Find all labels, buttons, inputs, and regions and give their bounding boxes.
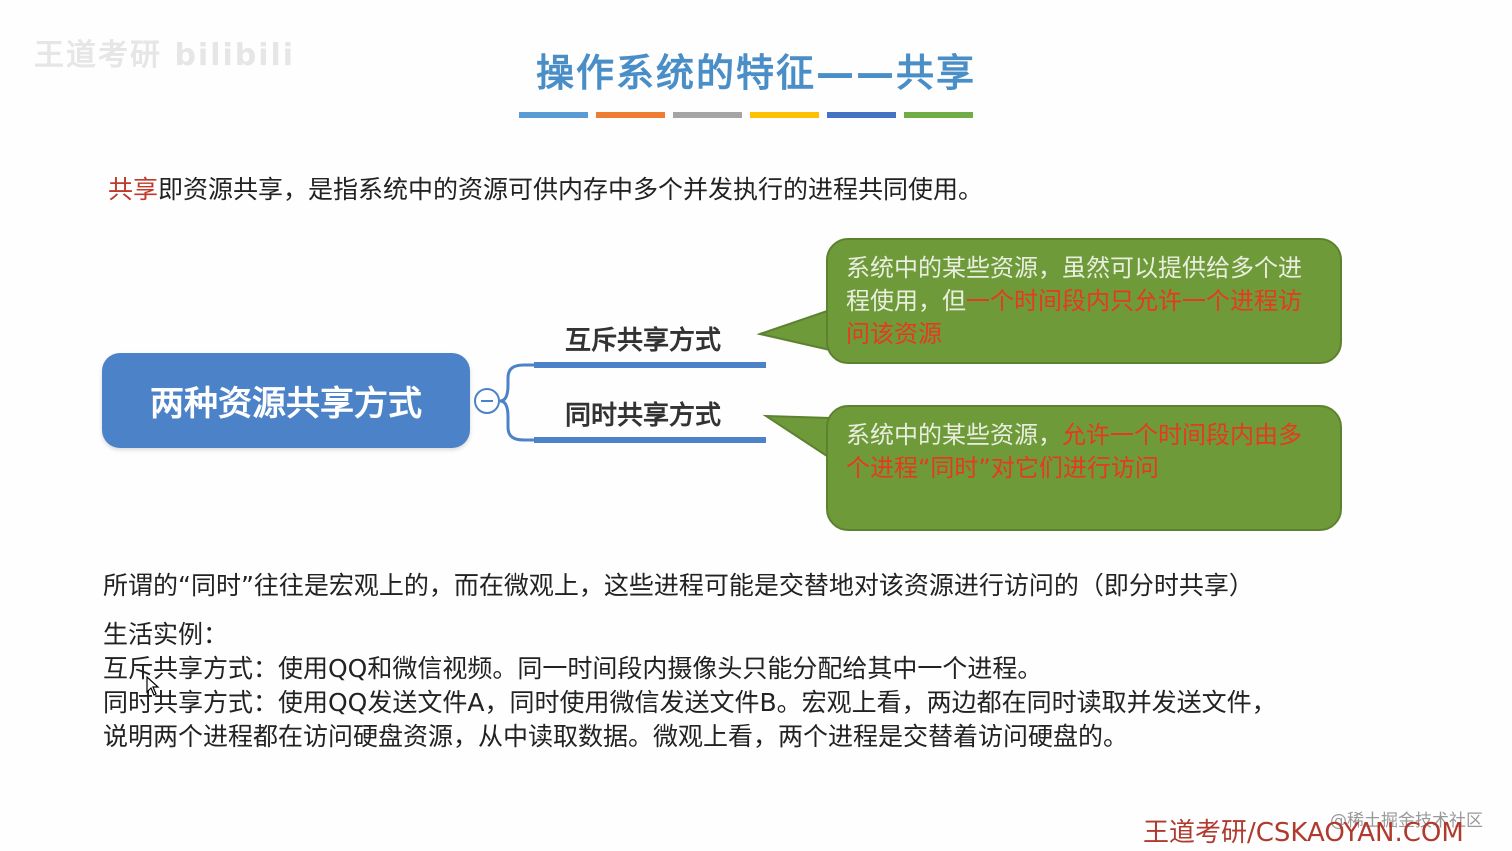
example-line: 同时共享方式：使用QQ发送文件A，同时使用微信发送文件B。宏观上看，两边都在同时… [103,688,1277,717]
title-bar-2 [596,112,665,118]
example-line: 互斥共享方式：使用QQ和微信视频。同一时间段内摄像头只能分配给其中一个进程。 [103,654,1043,683]
watermark-logo: 王道考研 bilibili [34,38,296,73]
bubble-text: 系统中的某些资源，虽然可以提供给多个进程使用，但 [846,254,1302,315]
title-bar-4 [750,112,819,118]
bubble-mutex: 系统中的某些资源，虽然可以提供给多个进程使用，但一个时间段内只允许一个进程访问该… [826,238,1342,364]
examples-block: 生活实例： 互斥共享方式：使用QQ和微信视频。同一时间段内摄像头只能分配给其中一… [103,618,1277,754]
collapse-icon[interactable] [473,387,501,415]
footer-brand: 王道考研/CSKAOYAN.COM [1143,818,1464,848]
definition-text: 共享即资源共享，是指系统中的资源可供内存中多个并发执行的进程共同使用。 [108,170,983,206]
examples-heading: 生活实例： [103,620,229,649]
bubble-text: 系统中的某些资源， [846,421,1062,449]
definition-term: 共享 [108,175,159,204]
note-text: 所谓的“同时”往往是宏观上的，而在微观上，这些进程可能是交替地对该资源进行访问的… [103,571,1254,600]
slide-title: 操作系统的特征——共享 [535,51,976,95]
bubble-highlight: 允许一个时间段内由多个进程“同时”对它们进行访问 [846,421,1302,482]
branch-label-mutex: 互斥共享方式 [565,326,722,356]
bubble-concurrent: 系统中的某些资源，允许一个时间段内由多个进程“同时”对它们进行访问 [826,405,1342,531]
example-line: 说明两个进程都在访问硬盘资源，从中读取数据。微观上看，两个进程是交替着访问硬盘的… [103,722,1129,751]
title-bar-3 [673,112,742,118]
mindmap-root-node: 两种资源共享方式 [102,353,470,448]
title-underline-bars [519,112,973,118]
title-bar-1 [519,112,588,118]
title-bar-5 [827,112,896,118]
branch-connector [499,363,766,403]
branch-label-concurrent: 同时共享方式 [565,401,722,431]
branch-connector [499,399,766,442]
bubble-highlight: 一个时间段内只允许一个进程访问该资源 [846,287,1302,348]
bubble-tail [762,414,831,460]
footer-watermark: @稀土掘金技术社区 [1330,811,1483,831]
title-bar-6 [904,112,973,118]
definition-body: 即资源共享，是指系统中的资源可供内存中多个并发执行的进程共同使用。 [158,175,984,204]
mouse-cursor-icon [146,676,160,696]
bubble-tail [756,308,831,352]
